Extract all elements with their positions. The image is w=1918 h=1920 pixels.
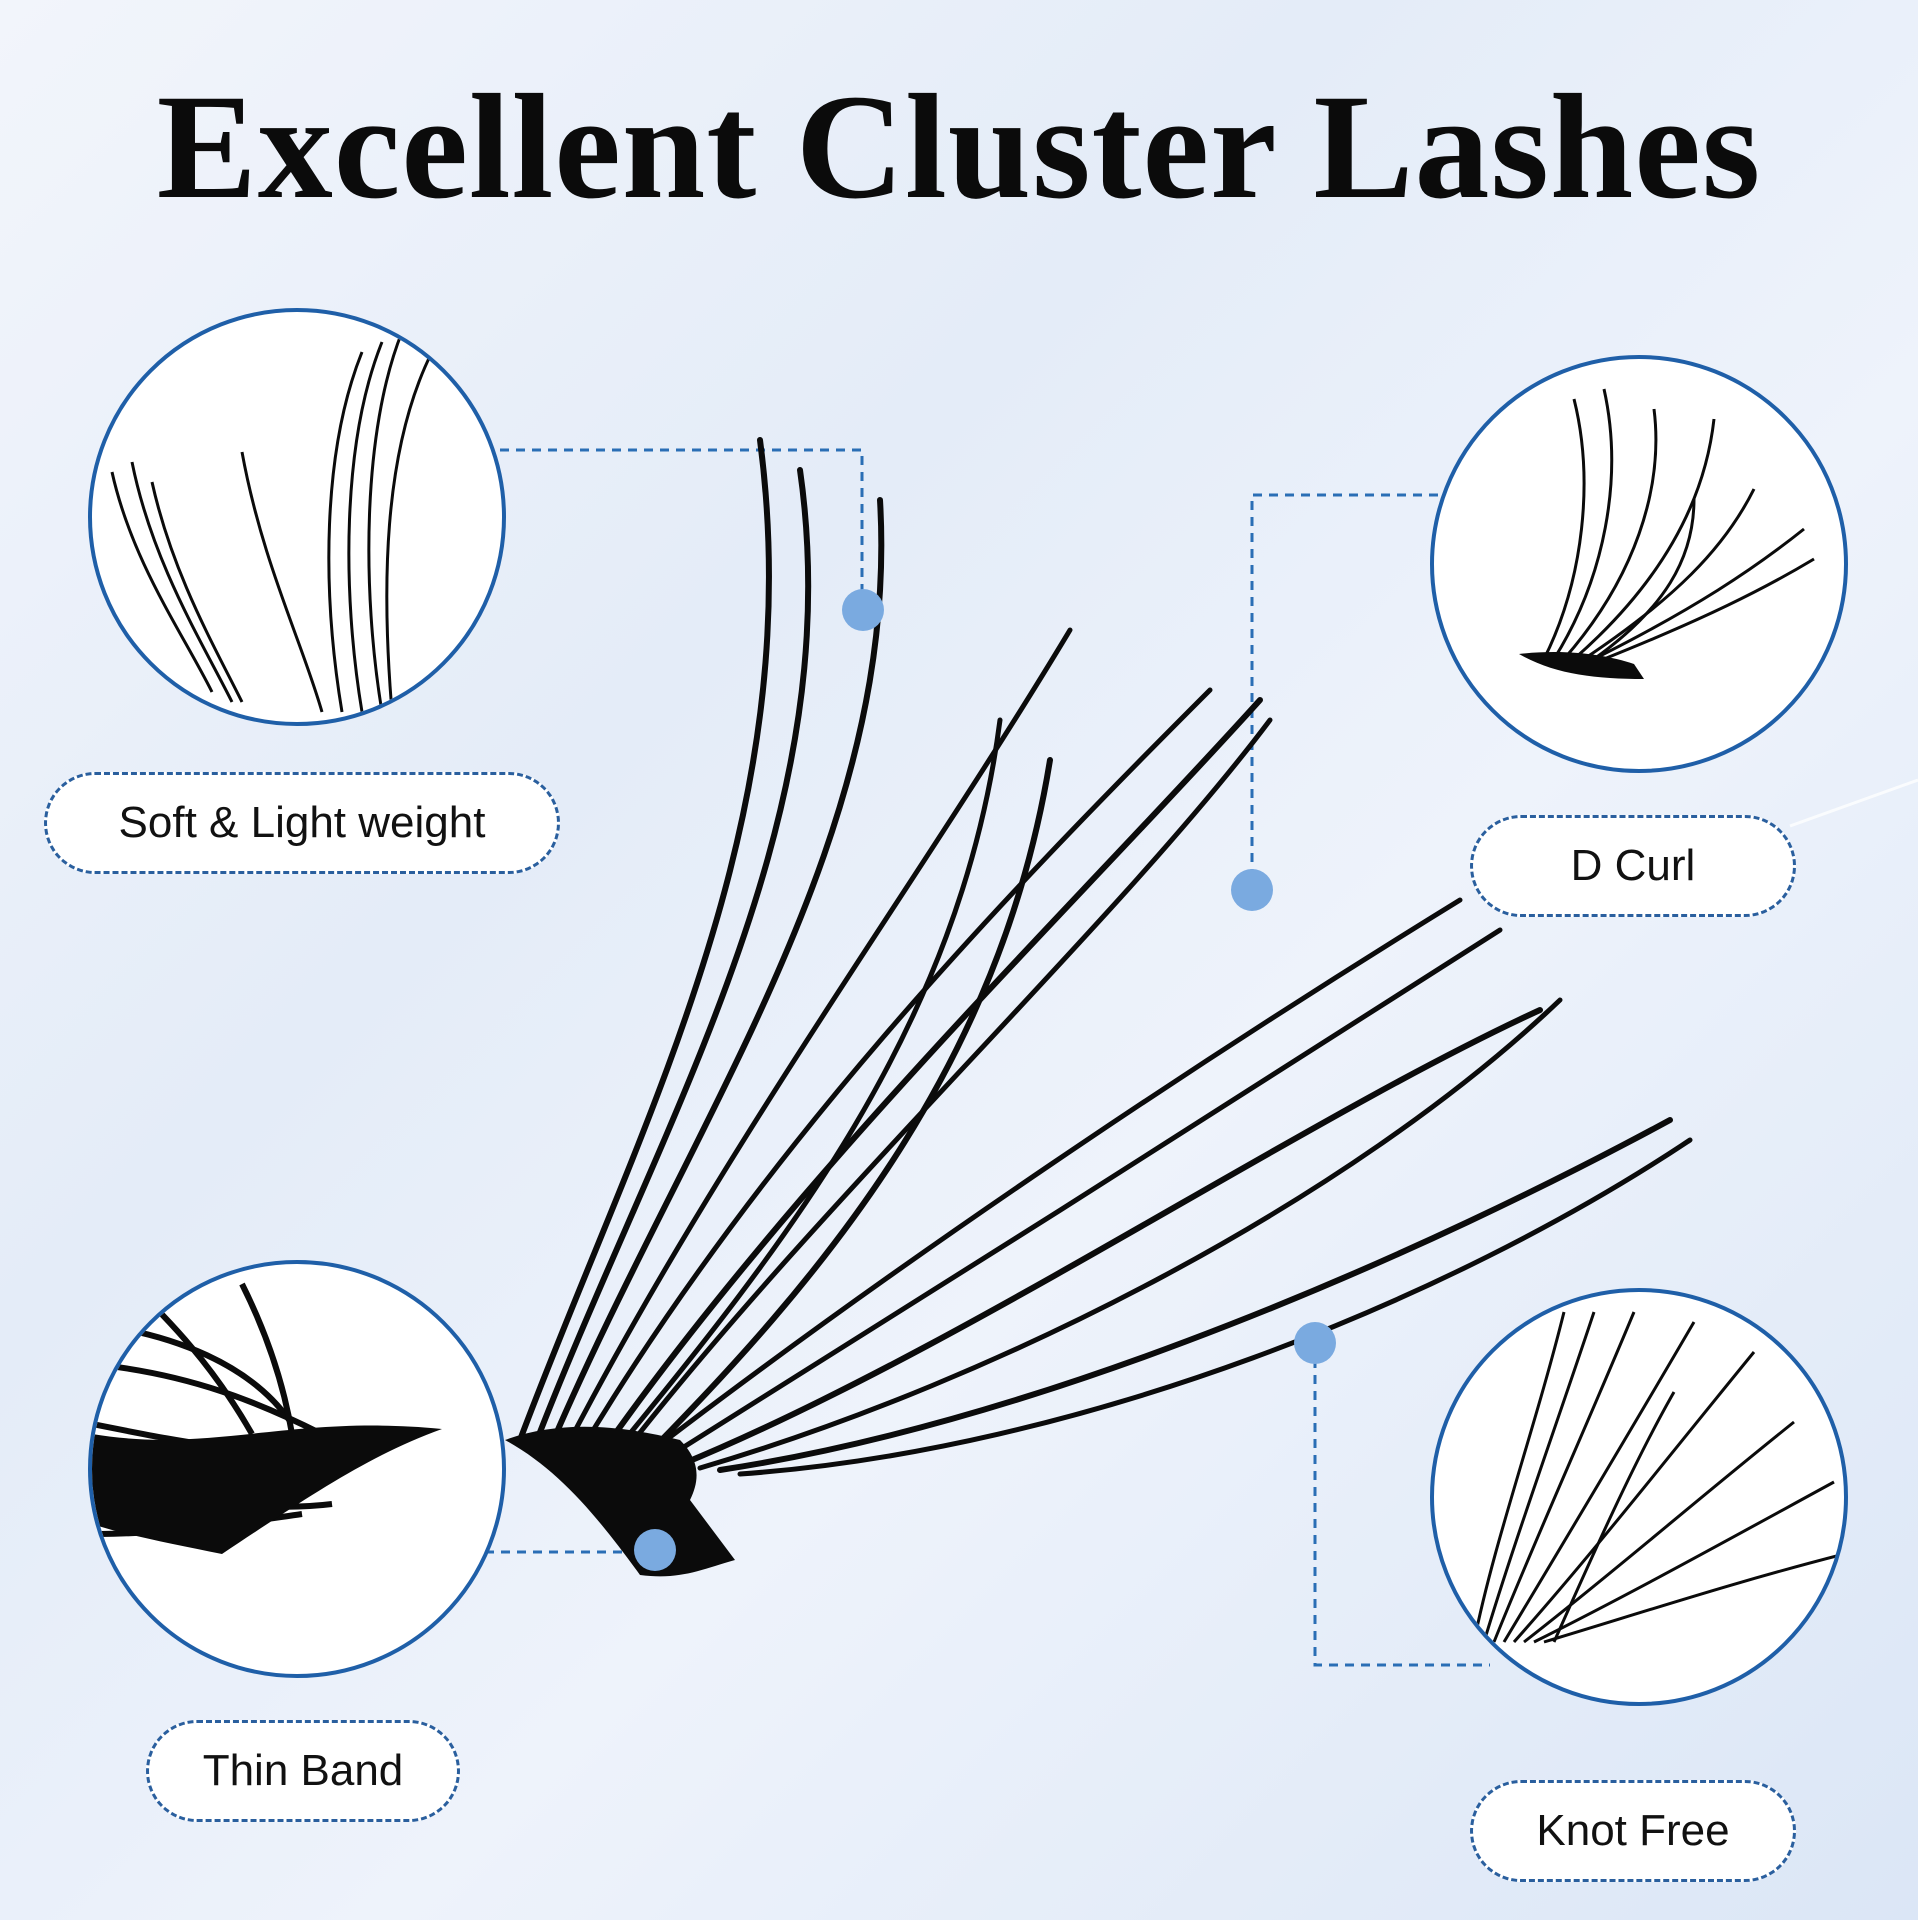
lash-strands [517, 437, 1693, 1477]
zoom-circle-knot-free [1430, 1288, 1848, 1706]
lash-detail-image [1472, 1311, 1844, 1644]
leader-soft-light [500, 448, 864, 608]
lash-detail-image [110, 331, 434, 713]
feature-label-text: D Curl [1570, 841, 1696, 890]
callout-dot-thin-band [634, 1529, 676, 1571]
page-title: Excellent Cluster Lashes [156, 64, 1762, 230]
lash-detail-image [1519, 388, 1815, 679]
lash-detail-image [92, 1281, 442, 1554]
callout-dot-d-curl [1231, 869, 1273, 911]
lash-band [505, 1426, 735, 1577]
feature-label-text: Thin Band [202, 1746, 404, 1795]
callout-dot-soft-light [842, 589, 884, 631]
feature-label-d-curl: D Curl [1470, 815, 1796, 917]
feature-label-soft-light: Soft & Light weight [44, 772, 560, 874]
leader-lines [485, 448, 1490, 1667]
callout-dots [634, 589, 1336, 1571]
leader-knot-free [1313, 1343, 1490, 1667]
zoom-circle-soft-light [88, 308, 506, 726]
zoom-circle-thin-band [88, 1260, 506, 1678]
zoom-circle-d-curl [1430, 355, 1848, 773]
light-ray [1789, 778, 1918, 828]
feature-label-knot-free: Knot Free [1470, 1780, 1796, 1882]
callout-dot-knot-free [1294, 1322, 1336, 1364]
feature-label-text: Knot Free [1536, 1806, 1730, 1855]
feature-label-text: Soft & Light weight [118, 798, 486, 847]
leader-d-curl [1250, 493, 1438, 888]
feature-label-thin-band: Thin Band [146, 1720, 460, 1822]
